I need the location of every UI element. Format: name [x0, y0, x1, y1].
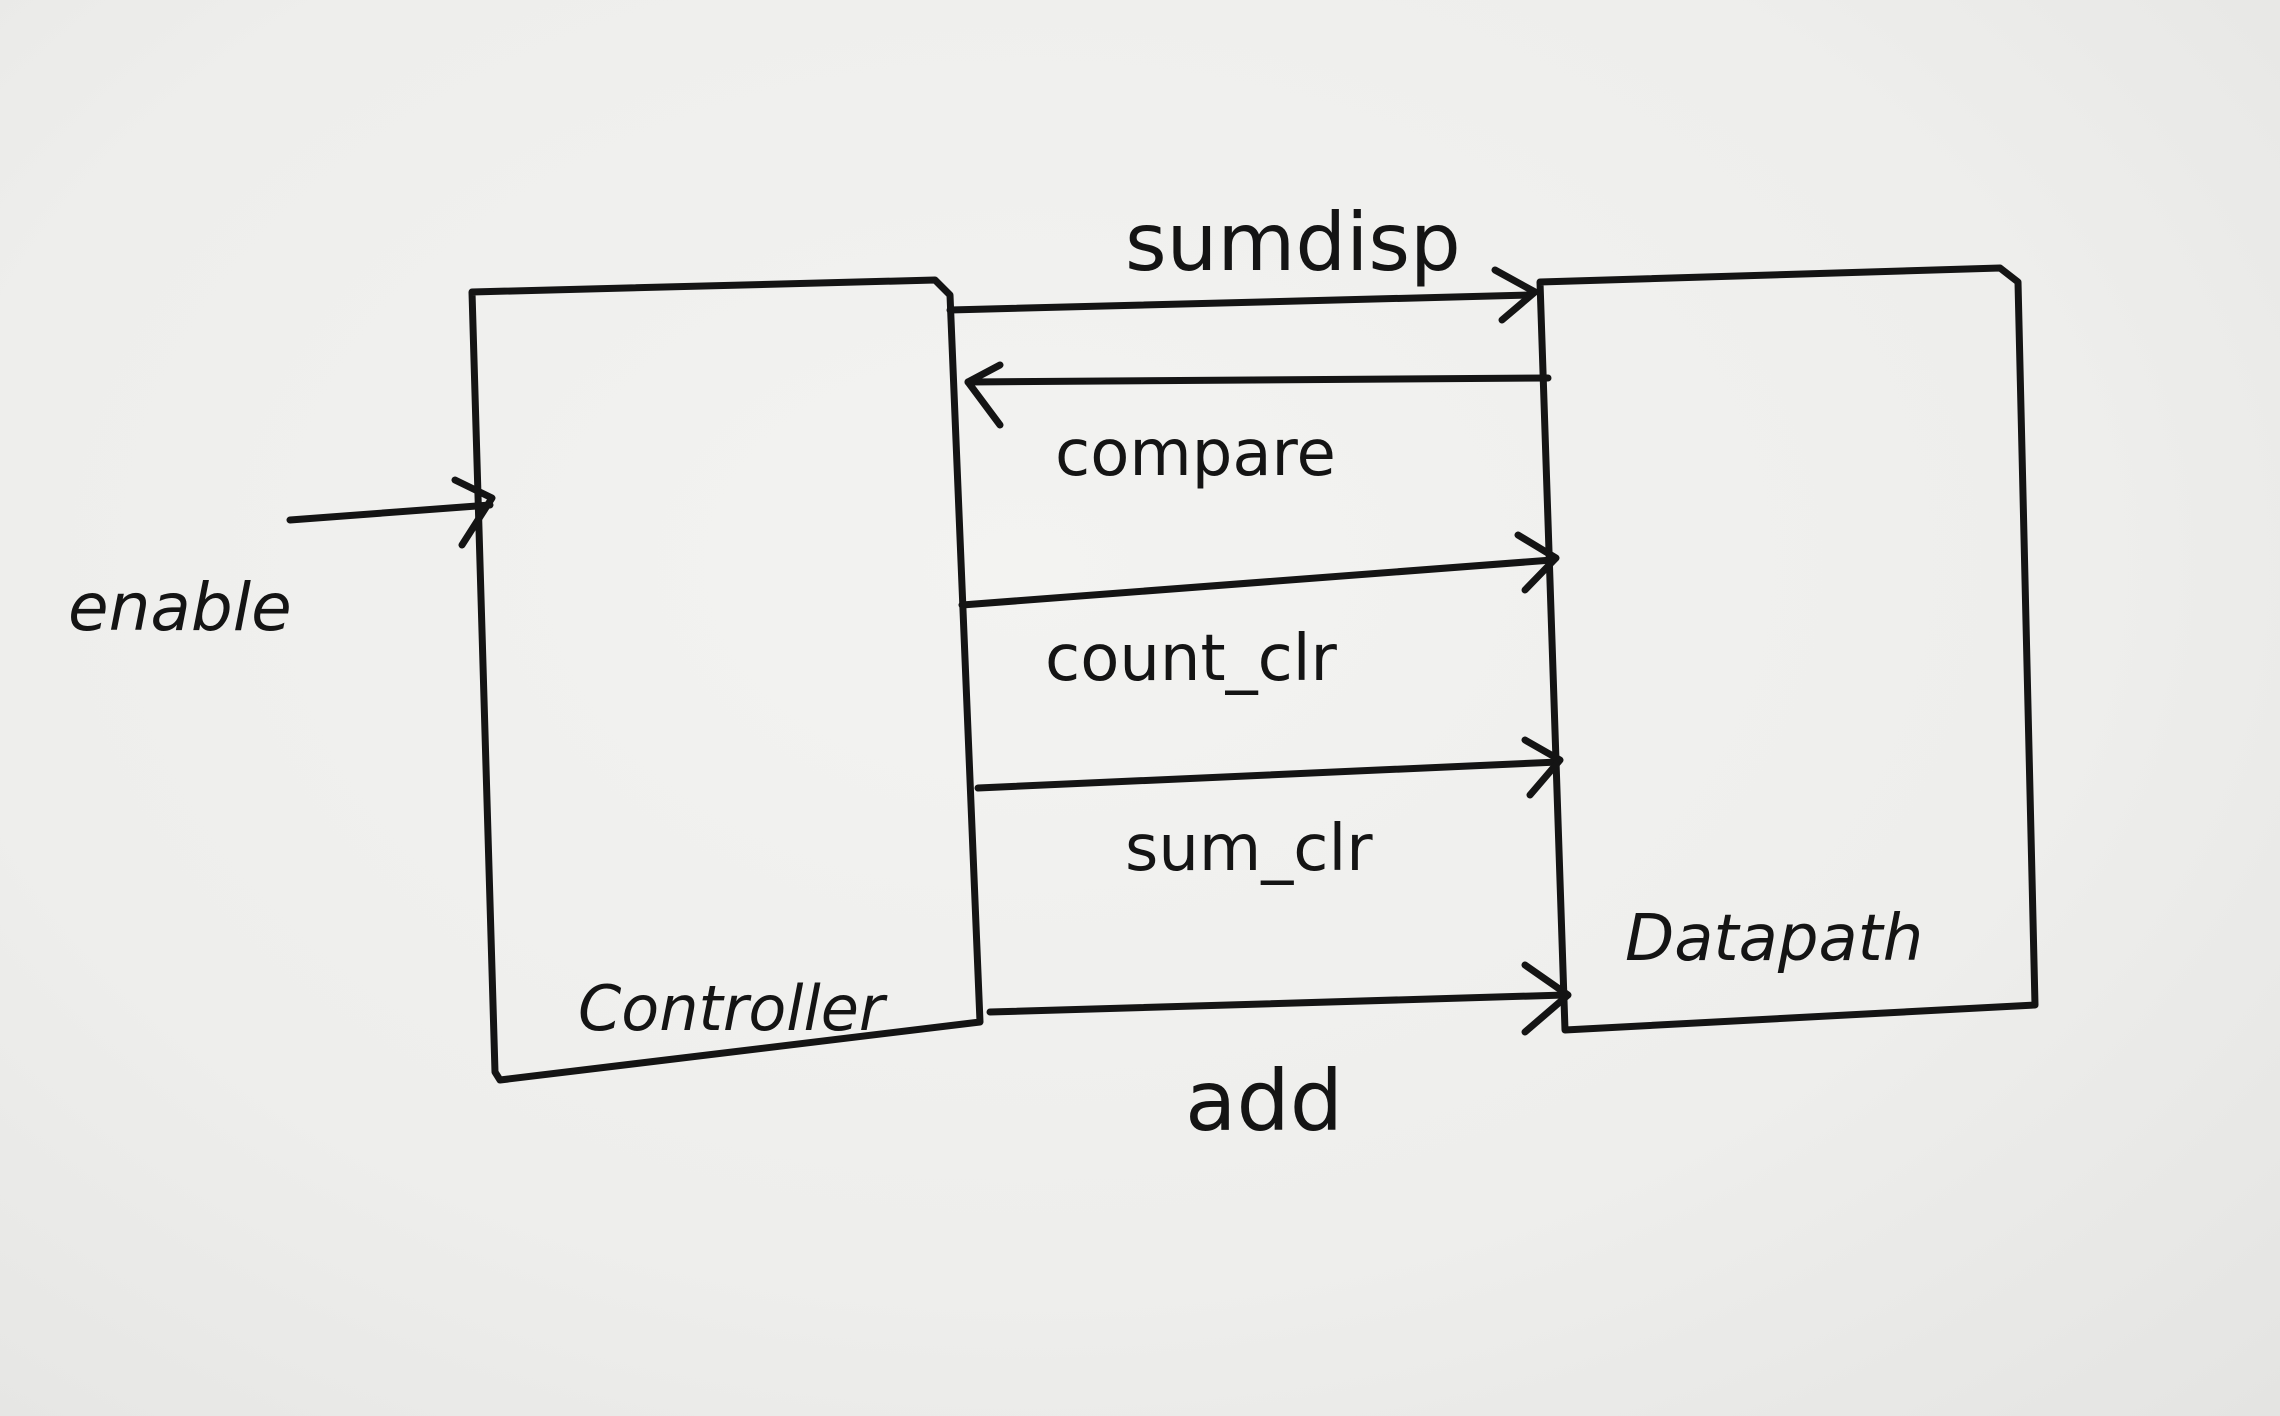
- datapath-label: Datapath: [1625, 902, 1923, 976]
- add-arrow-head: [1521, 961, 1572, 1036]
- count-clr-arrow-head: [1514, 531, 1560, 594]
- sumdisp-label: sumdisp: [1125, 196, 1461, 289]
- controller-label: Controller: [578, 972, 888, 1045]
- add-label: add: [1185, 1052, 1343, 1150]
- sum-clr-signal: sum_clr: [974, 736, 1564, 886]
- datapath-block: Datapath: [1536, 264, 2039, 1034]
- sum-clr-label: sum_clr: [1125, 812, 1373, 886]
- controller-box-outline: [468, 276, 984, 1084]
- datapath-box-outline: [1536, 264, 2039, 1034]
- compare-signal: compare: [964, 361, 1552, 491]
- enable-arrow-head: [451, 476, 496, 549]
- controller-block: Controller: [468, 276, 984, 1084]
- enable-signal: enable: [68, 476, 496, 646]
- add-arrow-line: [986, 991, 1569, 1016]
- count-clr-label: count_clr: [1045, 622, 1338, 696]
- add-signal: add: [986, 961, 1572, 1150]
- compare-label: compare: [1055, 417, 1336, 491]
- compare-arrow-head: [964, 361, 1004, 429]
- sumdisp-arrow-head: [1491, 266, 1539, 324]
- sumdisp-arrow-line: [946, 291, 1534, 314]
- compare-arrow-line: [964, 374, 1552, 386]
- count-clr-arrow-line: [958, 556, 1556, 609]
- sum-clr-arrow-line: [974, 758, 1562, 792]
- sum-clr-arrow-head: [1521, 736, 1564, 799]
- count-clr-signal: count_clr: [958, 531, 1560, 696]
- enable-label: enable: [68, 569, 292, 646]
- enable-arrow-line: [286, 501, 494, 524]
- sumdisp-signal: sumdisp: [946, 196, 1539, 324]
